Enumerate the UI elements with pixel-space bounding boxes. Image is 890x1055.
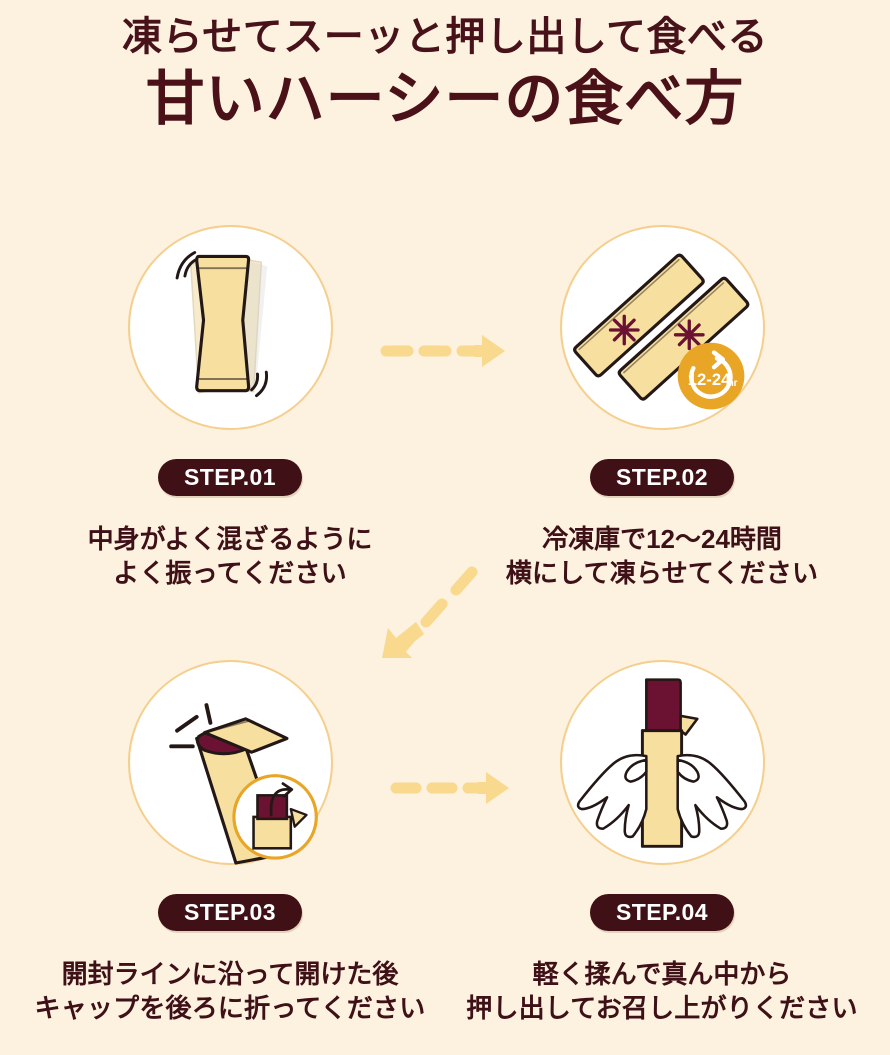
squeeze-pouch-hands-icon [562, 662, 763, 863]
step-3-circle [128, 660, 333, 865]
shake-pouch-icon [130, 227, 331, 428]
arrow-right-dashed-icon-2 [388, 763, 518, 813]
step-4-caption-line1: 軽く揉んで真ん中から [452, 957, 872, 991]
step-2-caption: 冷凍庫で12〜24時間 横にして凍らせてください [452, 522, 872, 591]
step-card-2: 12-24 hr STEP.02 冷凍庫で12〜24時間 横にして凍らせてくださ… [452, 225, 872, 591]
step-4-caption: 軽く揉んで真ん中から 押し出してお召し上がりください [452, 957, 872, 1026]
step-card-1: STEP.01 中身がよく混ざるように よく振ってください [20, 225, 440, 591]
step-card-3: STEP.03 開封ラインに沿って開けた後 キャップを後ろに折ってください [20, 660, 440, 1026]
step-1-caption-line1: 中身がよく混ざるように [20, 522, 440, 556]
step-1-badge: STEP.01 [158, 459, 302, 496]
arrow-down-left-dashed-icon [372, 560, 490, 670]
timer-badge: 12-24 hr [677, 343, 744, 410]
open-pouch-icon [130, 662, 331, 863]
step-3-caption-line1: 開封ラインに沿って開けた後 [20, 957, 440, 991]
arrow-step1-to-step2 [378, 326, 513, 381]
timer-unit: hr [727, 378, 737, 389]
step-3-caption-line2: キャップを後ろに折ってください [20, 991, 440, 1025]
step-3-illustration-wrap [128, 660, 333, 865]
timer-value: 12-24 [687, 370, 730, 389]
step-3-badge: STEP.03 [158, 894, 302, 931]
step-1-circle [128, 225, 333, 430]
step-1-illustration-wrap [128, 225, 333, 430]
step-4-caption-line2: 押し出してお召し上がりください [452, 991, 872, 1025]
step-2-caption-line1: 冷凍庫で12〜24時間 [452, 522, 872, 556]
step-2-circle: 12-24 hr [560, 225, 765, 430]
step-3-caption: 開封ラインに沿って開けた後 キャップを後ろに折ってください [20, 957, 440, 1026]
step-card-4: STEP.04 軽く揉んで真ん中から 押し出してお召し上がりください [452, 660, 872, 1026]
arrow-step3-to-step4 [388, 763, 518, 818]
header: 凍らせてスーッと押し出して食べる 甘いハーシーの食べ方 [0, 0, 890, 135]
step-4-illustration-wrap [560, 660, 765, 865]
step-2-illustration-wrap: 12-24 hr [560, 225, 765, 430]
step-2-badge: STEP.02 [590, 459, 734, 496]
step-4-badge: STEP.04 [590, 894, 734, 931]
freeze-pouch-icon: 12-24 hr [562, 227, 763, 428]
headline-subtitle: 凍らせてスーッと押し出して食べる [0, 14, 890, 61]
fold-cap-back-icon [233, 776, 315, 858]
page-title: 甘いハーシーの食べ方 [0, 65, 890, 135]
arrow-right-dashed-icon [378, 326, 513, 376]
step-4-circle [560, 660, 765, 865]
step-2-caption-line2: 横にして凍らせてください [452, 556, 872, 590]
arrow-step2-to-step3 [372, 560, 490, 675]
